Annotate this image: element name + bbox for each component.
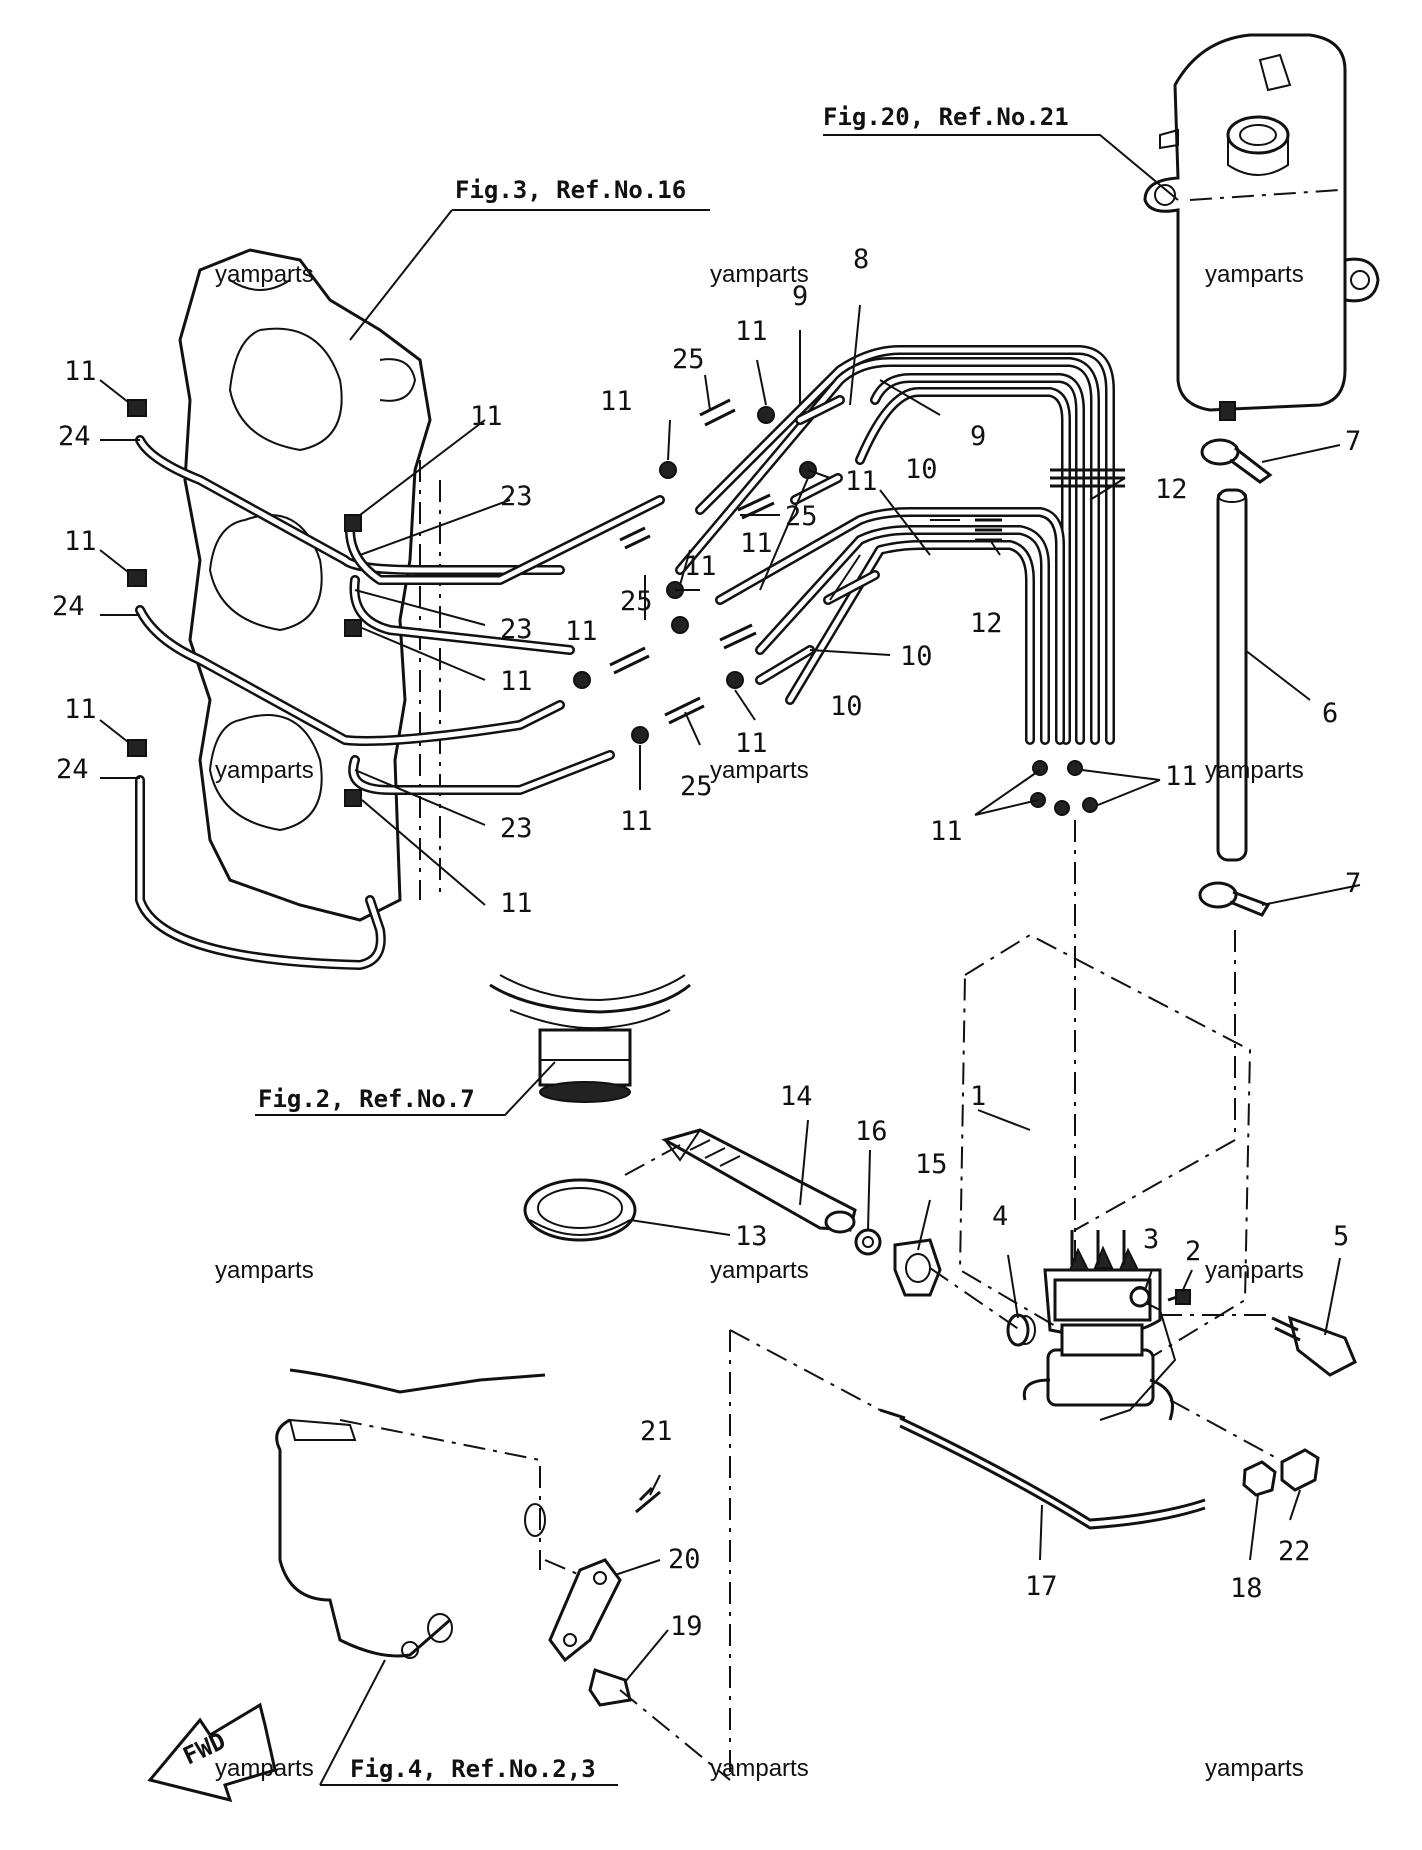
fig3-reference: Fig.3, Ref.No.16 bbox=[455, 176, 686, 204]
watermark: yamparts bbox=[710, 1257, 809, 1284]
oil-hoses bbox=[135, 345, 1115, 970]
fig2-reference: Fig.2, Ref.No.7 bbox=[258, 1085, 475, 1113]
fwd-arrow: FWD bbox=[147, 1702, 277, 1803]
callout-13: 13 bbox=[735, 1221, 768, 1252]
callout-9: 9 bbox=[970, 421, 986, 452]
watermark: yamparts bbox=[710, 757, 809, 784]
leader-lines bbox=[99, 134, 1361, 1786]
callout-23: 23 bbox=[500, 481, 533, 512]
callout-23: 23 bbox=[500, 813, 533, 844]
callout-21: 21 bbox=[640, 1416, 673, 1447]
callout-7: 7 bbox=[1345, 426, 1361, 457]
callout-11: 11 bbox=[930, 816, 963, 847]
callout-7: 7 bbox=[1345, 868, 1361, 899]
watermark: yamparts bbox=[215, 757, 314, 784]
watermark: yamparts bbox=[215, 1257, 314, 1284]
callout-11: 11 bbox=[600, 386, 633, 417]
ball-joint bbox=[1280, 1448, 1320, 1492]
callout-11: 11 bbox=[565, 616, 598, 647]
oil-pump-assembly bbox=[958, 933, 1252, 1421]
hose-bundle-clamps bbox=[975, 468, 1125, 542]
callout-19: 19 bbox=[670, 1611, 703, 1642]
callout-4: 4 bbox=[992, 1201, 1008, 1232]
watermark: yamparts bbox=[1205, 757, 1304, 784]
washer bbox=[854, 1228, 882, 1256]
callout-11: 11 bbox=[845, 466, 878, 497]
control-link-rod bbox=[879, 1408, 1206, 1530]
watermark: yamparts bbox=[1205, 1755, 1304, 1782]
callout-17: 17 bbox=[1025, 1571, 1058, 1602]
link-pin bbox=[635, 1486, 661, 1514]
callout-12: 12 bbox=[1155, 474, 1188, 505]
callout-6: 6 bbox=[1322, 698, 1338, 729]
callout-25: 25 bbox=[620, 586, 653, 617]
callout-10: 10 bbox=[900, 641, 933, 672]
hose-clips bbox=[1198, 438, 1273, 917]
callout-25: 25 bbox=[680, 771, 713, 802]
o-ring bbox=[1006, 1313, 1030, 1347]
callout-15: 15 bbox=[915, 1149, 948, 1180]
callout-11: 11 bbox=[64, 694, 97, 725]
callout-11: 11 bbox=[620, 806, 653, 837]
callout-11: 11 bbox=[684, 551, 717, 582]
oil-seal bbox=[523, 1178, 637, 1242]
callout-11: 11 bbox=[64, 356, 97, 387]
hose-fittings bbox=[609, 398, 775, 725]
callout-11: 11 bbox=[500, 888, 533, 919]
fig20-reference: Fig.20, Ref.No.21 bbox=[823, 103, 1069, 131]
flywheel-part bbox=[489, 974, 691, 1103]
watermark: yamparts bbox=[215, 1755, 314, 1782]
callout-24: 24 bbox=[58, 421, 91, 452]
callout-2: 2 bbox=[1185, 1236, 1201, 1267]
callout-24: 24 bbox=[56, 754, 89, 785]
pump-gear bbox=[893, 1238, 942, 1297]
callout-1: 1 bbox=[970, 1081, 986, 1112]
callout-3: 3 bbox=[1143, 1224, 1159, 1255]
callout-20: 20 bbox=[668, 1544, 701, 1575]
callout-8: 8 bbox=[853, 244, 869, 275]
callout-23: 23 bbox=[500, 614, 533, 645]
callout-16: 16 bbox=[855, 1116, 888, 1147]
callout-11: 11 bbox=[1165, 761, 1198, 792]
callout-11: 11 bbox=[470, 401, 503, 432]
watermark: yamparts bbox=[215, 261, 314, 288]
watermark: yamparts bbox=[710, 1755, 809, 1782]
callout-11: 11 bbox=[500, 666, 533, 697]
callout-11: 11 bbox=[735, 728, 768, 759]
pump-drive-shaft bbox=[661, 1128, 857, 1234]
callout-22: 22 bbox=[1278, 1536, 1311, 1567]
callout-25: 25 bbox=[785, 501, 818, 532]
callout-5: 5 bbox=[1333, 1221, 1349, 1252]
callout-10: 10 bbox=[905, 454, 938, 485]
callout-25: 25 bbox=[672, 344, 705, 375]
link-lever bbox=[548, 1558, 622, 1663]
hose-nuts bbox=[127, 399, 1098, 816]
watermark: yamparts bbox=[710, 261, 809, 288]
callout-11: 11 bbox=[735, 316, 768, 347]
callout-12: 12 bbox=[970, 608, 1003, 639]
lower-engine-cover bbox=[275, 1368, 546, 1659]
feed-hose bbox=[1216, 488, 1248, 862]
callout-9: 9 bbox=[792, 281, 808, 312]
callout-11: 11 bbox=[740, 528, 773, 559]
oil-tank bbox=[1143, 33, 1380, 421]
fig4-reference: Fig.4, Ref.No.2,3 bbox=[350, 1755, 596, 1783]
assembly-guide-lines bbox=[544, 820, 1281, 1781]
callout-24: 24 bbox=[52, 591, 85, 622]
callout-10: 10 bbox=[830, 691, 863, 722]
callout-18: 18 bbox=[1230, 1573, 1263, 1604]
part-number-callouts: 11 24 11 23 11 24 23 11 11 24 23 11 11 2… bbox=[52, 244, 1361, 1642]
link-nut bbox=[1242, 1460, 1277, 1497]
callout-14: 14 bbox=[780, 1081, 813, 1112]
pump-fitting bbox=[1271, 1315, 1357, 1377]
watermark: yamparts bbox=[1205, 1257, 1304, 1284]
callout-11: 11 bbox=[64, 526, 97, 557]
pump-bolt-washer bbox=[1129, 1286, 1191, 1308]
watermark: yamparts bbox=[1205, 261, 1304, 288]
link-collar bbox=[588, 1668, 632, 1707]
